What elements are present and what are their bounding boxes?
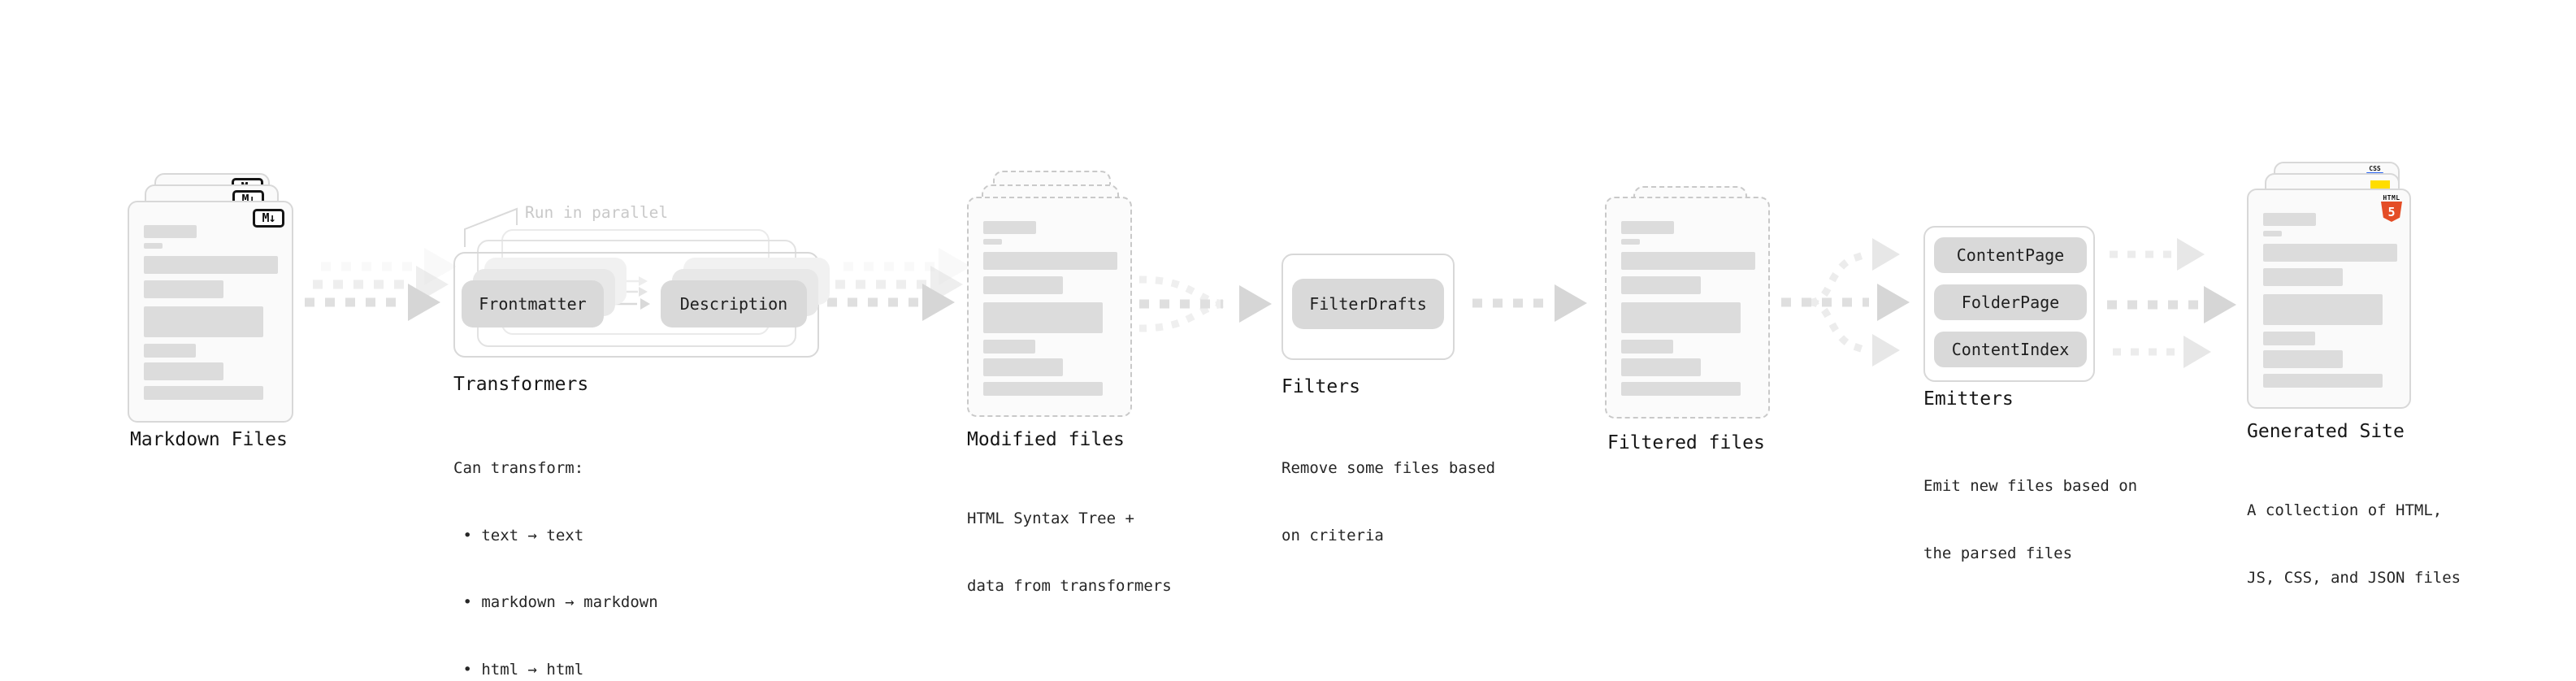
site-file-card-html: HTML 5 [2247, 189, 2411, 409]
arrow-filters-to-filtered-icon [1472, 284, 1587, 322]
stage-description: HTML Syntax Tree + data from transformer… [967, 510, 1172, 595]
run-in-parallel-note: Run in parallel [525, 203, 669, 222]
skeleton-line [983, 302, 1103, 333]
skeleton-line [1621, 340, 1673, 354]
skeleton-line [2263, 231, 2282, 236]
transformer-layer-box-front [453, 252, 819, 358]
arrow-modified-to-filters-icon [1138, 275, 1272, 332]
skeleton-line [983, 252, 1117, 270]
skeleton-line [983, 358, 1063, 376]
stage-label: Emitters [1923, 388, 2014, 410]
skeleton-line [983, 382, 1103, 396]
run-in-parallel-leader-line [464, 207, 518, 247]
skeleton-line [2263, 213, 2316, 226]
transformer-pill-frontmatter: Frontmatter [462, 280, 604, 327]
skeleton-line [2263, 268, 2343, 286]
skeleton-line [2263, 294, 2383, 325]
skeleton-line [144, 362, 223, 380]
skeleton-line [2263, 374, 2383, 388]
skeleton-line [2263, 332, 2315, 345]
stage-label: Generated Site [2247, 421, 2405, 442]
filters-box [1281, 254, 1455, 360]
arrow-filtered-to-emitters-icon [1781, 238, 1910, 367]
emitter-pill-folderpage: FolderPage [1934, 284, 2087, 320]
skeleton-line [2263, 244, 2397, 262]
skeleton-line [1621, 252, 1755, 270]
emitter-pill-contentindex: ContentIndex [1934, 332, 2087, 367]
skeleton-line [144, 225, 197, 238]
skeleton-line [983, 239, 1002, 245]
skeleton-line [144, 256, 278, 274]
skeleton-line [2263, 350, 2343, 368]
skeleton-line [1621, 382, 1741, 396]
stage-description: Can transform: • text → text • markdown … [453, 459, 658, 679]
filtered-file-card-front [1605, 197, 1770, 419]
stage-label: Filtered files [1607, 432, 1765, 453]
emitters-box [1923, 226, 2095, 382]
javascript-icon [2370, 180, 2390, 191]
stage-label: Modified files [967, 429, 1125, 450]
markdown-file-card-front: M↓ [128, 201, 293, 423]
skeleton-line [144, 243, 163, 249]
skeleton-line [144, 386, 263, 400]
arrow-transformers-to-modified-icon [827, 248, 971, 321]
modified-file-card-front [967, 197, 1132, 417]
stage-description: A collection of HTML, JS, CSS, and JSON … [2247, 501, 2461, 587]
stage-label: Markdown Files [130, 429, 288, 450]
skeleton-line [1621, 239, 1640, 245]
skeleton-line [983, 276, 1063, 294]
skeleton-line [144, 344, 196, 358]
skeleton-line [1621, 358, 1701, 376]
stage-description: Emit new files based on the parsed files [1923, 477, 2138, 562]
skeleton-line [1621, 302, 1741, 333]
skeleton-line [1621, 276, 1701, 294]
stage-label: Filters [1281, 376, 1360, 397]
skeleton-line [983, 221, 1036, 234]
emitter-pill-contentpage: ContentPage [1934, 237, 2087, 273]
stage-label: Transformers [453, 374, 589, 395]
markdown-icon: M↓ [253, 209, 284, 228]
arrow-emitters-to-site-icon [2107, 238, 2236, 368]
arrow-markdown-to-transformers-icon [305, 248, 457, 321]
filter-pill-filterdrafts: FilterDrafts [1292, 279, 1444, 329]
html5-icon: HTML 5 [2380, 194, 2403, 222]
skeleton-line [983, 340, 1035, 354]
skeleton-line [144, 280, 223, 298]
stage-description: Remove some files based on criteria [1281, 459, 1496, 544]
skeleton-line [144, 306, 263, 337]
transformer-pill-description: Description [661, 280, 807, 327]
skeleton-line [1621, 221, 1674, 234]
